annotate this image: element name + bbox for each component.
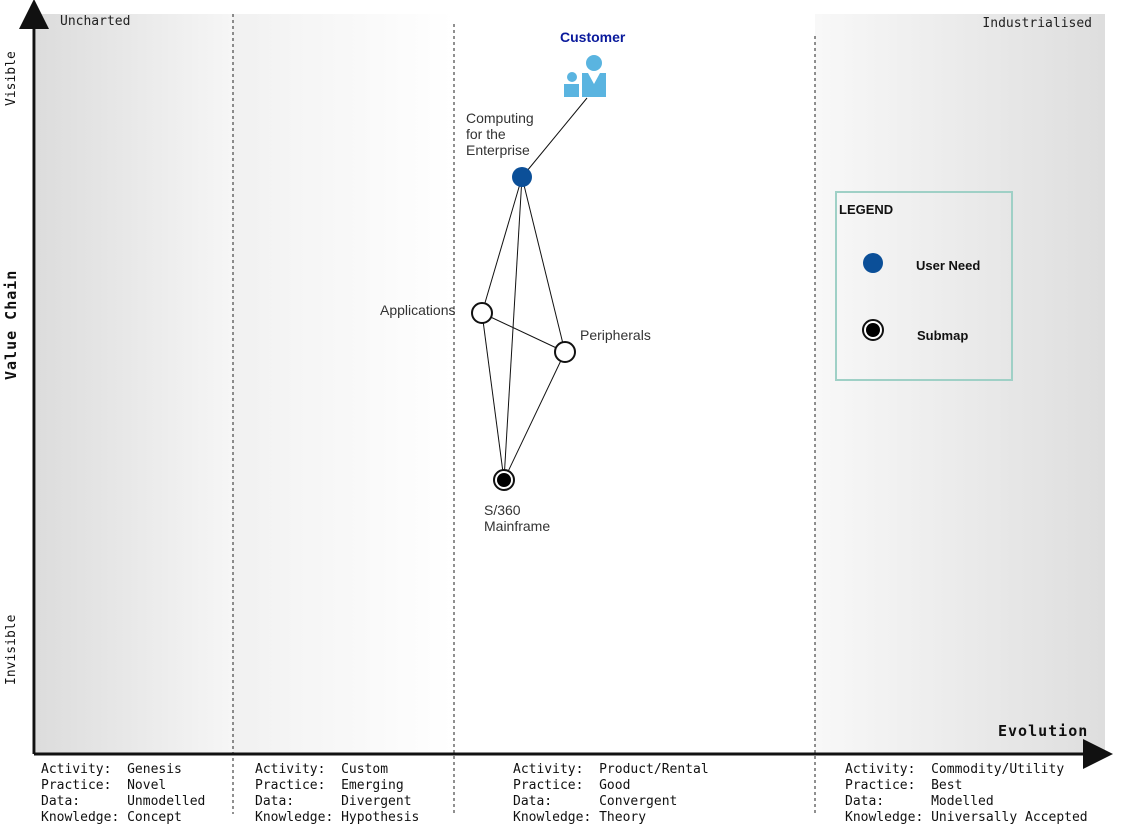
invisible-label: Invisible — [4, 614, 19, 685]
link-computing-s360 — [503, 176, 523, 481]
link-computing-peripherals — [521, 176, 566, 353]
customer-label[interactable]: Customer — [560, 29, 626, 45]
uncharted-label: Uncharted — [60, 14, 131, 29]
legend: LEGEND User Need Submap — [835, 191, 1013, 381]
link-computing-applications — [481, 176, 523, 314]
stage-genesis-bg — [36, 14, 233, 754]
stage-product-description: Activity: Product/Rental Practice: Good … — [513, 762, 709, 825]
visible-label: Visible — [4, 51, 19, 106]
stage-custom-description: Activity: Custom Practice: Emerging Data… — [255, 762, 420, 825]
stage-custom-bg — [233, 14, 454, 754]
legend-submap-label: Submap — [917, 328, 969, 343]
value-chain-label: Value Chain — [2, 269, 20, 380]
computing-label[interactable]: Computing for the Enterprise — [466, 110, 534, 158]
peripherals-node[interactable] — [554, 341, 576, 363]
customer-icon[interactable] — [564, 55, 606, 97]
stage-commodity-bg — [815, 14, 1105, 754]
s360-label[interactable]: S/360 Mainframe — [484, 502, 551, 534]
s360-node[interactable] — [493, 469, 515, 491]
link-customer-computing — [521, 97, 588, 178]
legend-title: LEGEND — [839, 202, 894, 217]
evolution-label: Evolution — [998, 722, 1089, 740]
stage-commodity-description: Activity: Commodity/Utility Practice: Be… — [845, 762, 1088, 825]
legend-user-need-symbol — [863, 253, 883, 273]
link-applications-peripherals — [481, 312, 566, 353]
industrialised-label: Industrialised — [982, 16, 1092, 31]
computing-node[interactable] — [512, 167, 532, 187]
stage-genesis-description: Activity: Genesis Practice: Novel Data: … — [41, 762, 206, 825]
applications-node[interactable] — [471, 302, 493, 324]
link-applications-s360 — [481, 312, 505, 481]
legend-user-need-label: User Need — [916, 258, 981, 273]
link-peripherals-s360 — [503, 351, 566, 481]
peripherals-label[interactable]: Peripherals — [580, 327, 651, 343]
applications-label[interactable]: Applications — [380, 302, 456, 318]
legend-submap-symbol — [862, 319, 884, 341]
